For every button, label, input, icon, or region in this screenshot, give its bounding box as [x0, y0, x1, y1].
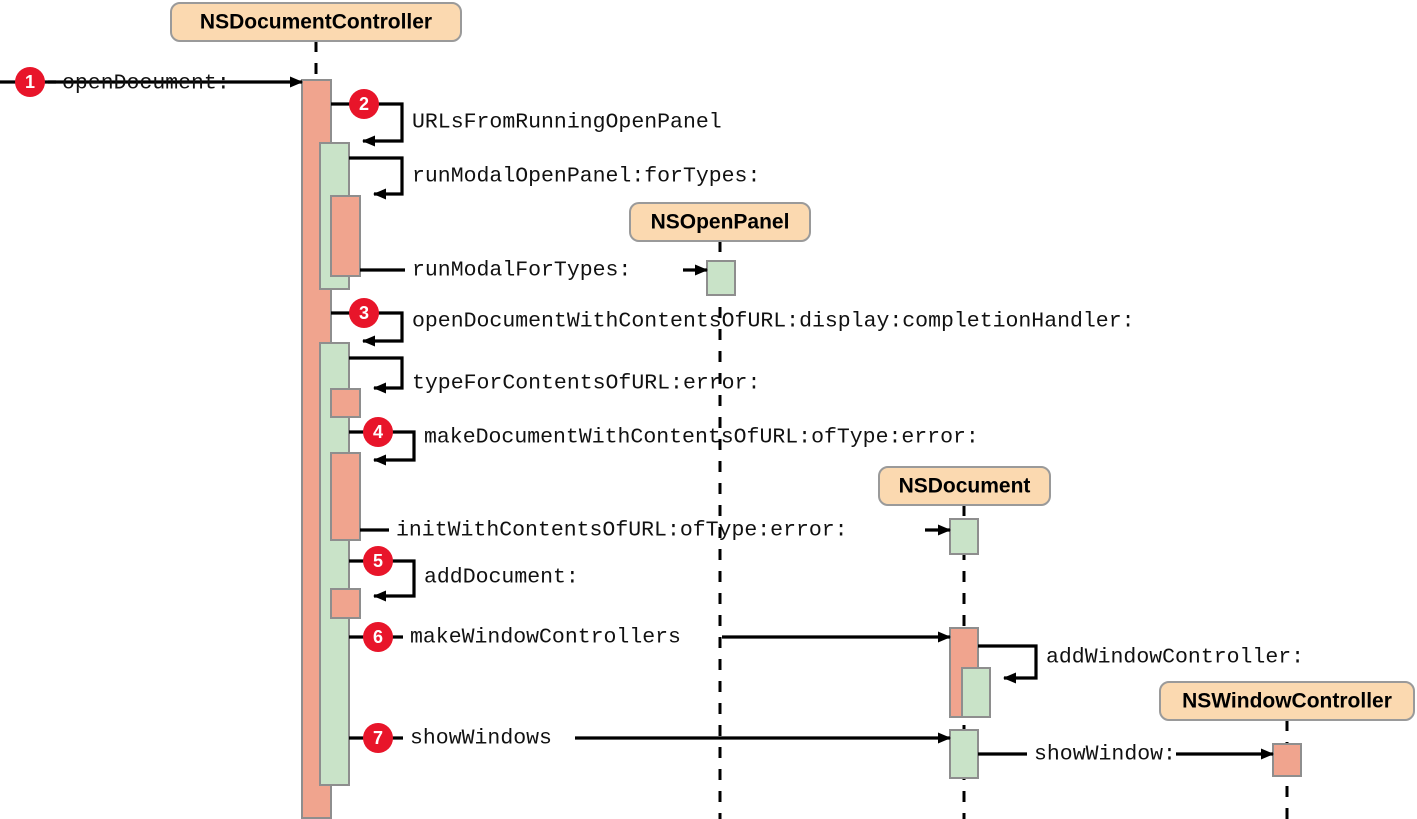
lifeline-header-label: NSDocumentController — [200, 11, 432, 34]
message-step-1: openDocument: — [0, 72, 303, 96]
step-badge-circle — [349, 89, 379, 119]
message-label: showWindows — [410, 727, 552, 751]
message-label: makeDocumentWithContentsOfURL:ofType:err… — [424, 426, 979, 450]
message-n10: addWindowController: — [978, 644, 1304, 684]
message-label: URLsFromRunningOpenPanel — [412, 111, 722, 135]
step-badge-circle — [363, 417, 393, 447]
message-label: openDocument: — [62, 72, 230, 96]
lifeline-header-box[interactable] — [1159, 681, 1415, 721]
step-badge-number: 7 — [373, 728, 383, 748]
self-call-loop — [978, 644, 1038, 684]
message-label: addWindowController: — [1046, 646, 1304, 670]
step-badges-layer: 1 2 3 4 5 6 7 — [15, 67, 393, 753]
lifeline-header-box[interactable] — [629, 202, 811, 242]
lifeline-header-nsdocument[interactable]: NSDocument — [878, 466, 1051, 506]
activation-bar-dc-salmon-4 — [330, 452, 361, 541]
activation-bar-wc-salmon-1 — [1272, 743, 1302, 777]
step-badge-4: 4 — [363, 417, 393, 447]
message-label: showWindow: — [1034, 743, 1176, 767]
lifeline-header-label: NSOpenPanel — [651, 211, 790, 234]
message-step-4: makeDocumentWithContentsOfURL:ofType:err… — [349, 426, 979, 466]
activation-bar-dc-salmon-3 — [330, 388, 361, 418]
step-badge-number: 2 — [359, 94, 369, 114]
activation-bar-dc-salmon-5 — [330, 588, 361, 619]
step-badge-2: 2 — [349, 89, 379, 119]
step-badge-1: 1 — [15, 67, 45, 97]
step-badge-number: 5 — [373, 551, 383, 571]
message-label: addDocument: — [424, 566, 579, 590]
activation-bar-doc-green-2 — [961, 667, 991, 718]
message-label: initWithContentsOfURL:ofType:error: — [396, 519, 848, 543]
lifeline-header-box[interactable] — [878, 466, 1051, 506]
message-label: runModalForTypes: — [412, 259, 631, 283]
activation-bar-op-green-1 — [706, 260, 736, 296]
step-badge-number: 6 — [373, 627, 383, 647]
activation-bars-layer — [301, 79, 1302, 819]
message-label: openDocumentWithContentsOfURL:display:co… — [412, 310, 1135, 334]
message-step-6: makeWindowControllers — [349, 626, 951, 650]
lifeline-headers-layer: NSDocumentControllerNSOpenPanelNSDocumen… — [170, 2, 1415, 721]
lifeline-header-nsdocumentcontroller[interactable]: NSDocumentController — [170, 2, 462, 42]
message-n12: showWindow: — [978, 743, 1274, 767]
lifeline-header-box[interactable] — [170, 2, 462, 42]
lifeline-header-label: NSDocument — [899, 475, 1031, 498]
step-badge-circle — [349, 298, 379, 328]
step-badge-number: 1 — [25, 72, 35, 92]
step-badge-6: 6 — [363, 622, 393, 652]
step-badge-circle — [363, 723, 393, 753]
message-step-5: addDocument: — [349, 559, 579, 602]
step-badge-number: 3 — [359, 303, 369, 323]
step-badge-number: 4 — [373, 422, 383, 442]
message-n7: initWithContentsOfURL:ofType:error: — [360, 519, 951, 543]
lifeline-header-nswindowcontroller[interactable]: NSWindowController — [1159, 681, 1415, 721]
activation-bar-doc-green-3 — [949, 729, 979, 779]
message-label: makeWindowControllers — [410, 626, 681, 650]
step-badge-circle — [363, 546, 393, 576]
activation-bar-doc-green-1 — [949, 518, 979, 555]
message-step-3: openDocumentWithContentsOfURL:display:co… — [331, 310, 1135, 347]
step-badge-circle — [363, 622, 393, 652]
message-label: typeForContentsOfURL:error: — [412, 372, 760, 396]
message-label: runModalOpenPanel:forTypes: — [412, 165, 760, 189]
step-badge-circle — [15, 67, 45, 97]
message-n3: runModalForTypes: — [360, 259, 708, 283]
lifeline-header-label: NSWindowController — [1182, 690, 1392, 713]
activation-bar-dc-salmon-2 — [330, 195, 361, 277]
messages-layer: openDocument: URLsFromRunningOpenPanel run… — [0, 72, 1304, 767]
step-badge-3: 3 — [349, 298, 379, 328]
self-call-loop — [349, 356, 404, 394]
self-call-loop — [349, 156, 404, 200]
message-n2: runModalOpenPanel:forTypes: — [349, 156, 760, 200]
message-n5: typeForContentsOfURL:error: — [349, 356, 760, 396]
lifeline-header-nsopenpanel[interactable]: NSOpenPanel — [629, 202, 811, 242]
message-step-7: showWindows — [349, 727, 951, 751]
message-step-2: URLsFromRunningOpenPanel — [331, 102, 722, 147]
step-badge-5: 5 — [363, 546, 393, 576]
step-badge-7: 7 — [363, 723, 393, 753]
